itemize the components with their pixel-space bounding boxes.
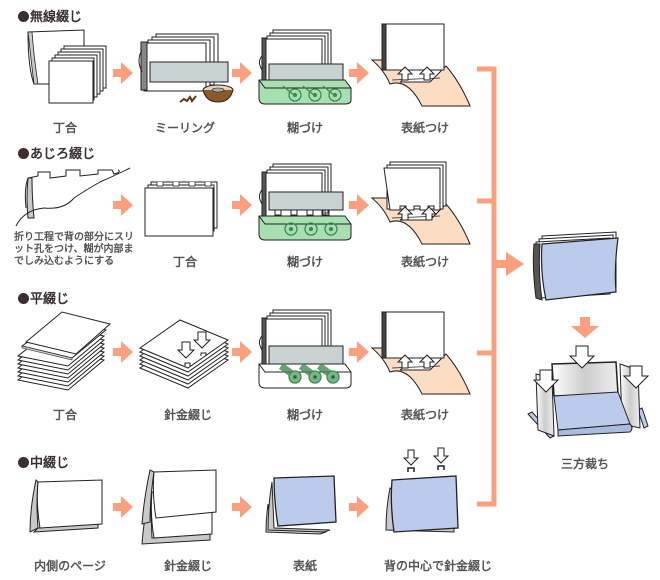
step-label: 表紙つけ <box>400 408 449 422</box>
arrow-right-icon <box>349 62 369 84</box>
step-label: 針金綴じ <box>163 559 212 573</box>
slit-signatures-icon <box>144 181 218 237</box>
section-title-ajiro-binding: あじろ綴じ <box>18 143 95 162</box>
step-label: 丁合 <box>52 408 77 422</box>
arrow-right-icon <box>232 341 252 363</box>
arrow-right-icon <box>113 496 133 518</box>
arrow-down-icon <box>571 317 599 338</box>
arrow-right-icon <box>113 341 133 363</box>
cover-attach-icon <box>370 23 471 107</box>
arrow-right-icon <box>232 496 252 518</box>
step-label: 丁合 <box>52 121 77 135</box>
saddle-stitch-icon <box>385 447 459 533</box>
arrow-right-icon <box>349 341 369 363</box>
section-title-perfect-binding: 無線綴じ <box>18 6 82 25</box>
merge-bracket <box>477 66 497 507</box>
stacked-signatures-icon <box>27 29 107 104</box>
arrow-right-icon <box>113 62 133 84</box>
final-step-label: 三方裁ち <box>560 457 609 471</box>
cover-attach-slit-icon <box>370 161 471 245</box>
section-title-side-stitch: 平綴じ <box>18 288 69 307</box>
slit-spine-icon <box>15 167 131 227</box>
cover-attach-icon <box>370 311 471 395</box>
step-label: 丁合 <box>172 255 197 269</box>
section-title-text: 中綴じ <box>30 456 70 471</box>
gluing-icon <box>258 29 352 105</box>
bound-book-icon <box>532 231 619 301</box>
side-stitch-icon <box>138 319 230 389</box>
arrow-right-icon <box>496 252 524 276</box>
arrow-right-icon <box>349 194 369 216</box>
arrow-right-icon <box>232 62 252 84</box>
gluing-icon <box>258 309 352 389</box>
step-label: 糊づけ <box>286 255 323 269</box>
step-label: 内側のページ <box>34 559 106 573</box>
milling-icon <box>138 33 234 103</box>
arrow-right-icon <box>232 194 252 216</box>
bullet-icon <box>18 293 29 304</box>
section-title-text: あじろ綴じ <box>30 147 96 162</box>
flat-stack-icon <box>16 311 112 391</box>
three-side-trim-icon <box>527 345 650 439</box>
arrow-right-icon <box>349 496 369 518</box>
folded-pages-icon <box>29 478 103 533</box>
section-title-text: 無線綴じ <box>30 10 83 25</box>
step-label: ミーリング <box>154 121 215 135</box>
step-label: 背の中心で針金綴じ <box>383 559 492 573</box>
step-label: 表紙つけ <box>400 255 449 269</box>
bullet-icon <box>18 148 29 159</box>
step-label: 糊づけ <box>286 408 323 422</box>
section-title-text: 平綴じ <box>30 292 70 307</box>
bullet-icon <box>18 11 29 22</box>
step-label: 針金綴じ <box>163 408 212 422</box>
gluing-slit-icon <box>258 163 352 241</box>
step-label: 糊づけ <box>286 121 323 135</box>
nested-folded-icon <box>141 469 217 545</box>
ajiro-note: 折り工程で背の部分にスリ ット孔をつけ、糊が内部ま でしみ込むようにする <box>14 232 134 267</box>
step-label: 表紙 <box>292 559 317 573</box>
section-title-saddle-stitch: 中綴じ <box>18 452 69 471</box>
bullet-icon <box>18 457 29 468</box>
cover-folded-icon <box>265 475 337 535</box>
arrow-right-icon <box>113 194 133 216</box>
step-label: 表紙つけ <box>400 121 449 135</box>
